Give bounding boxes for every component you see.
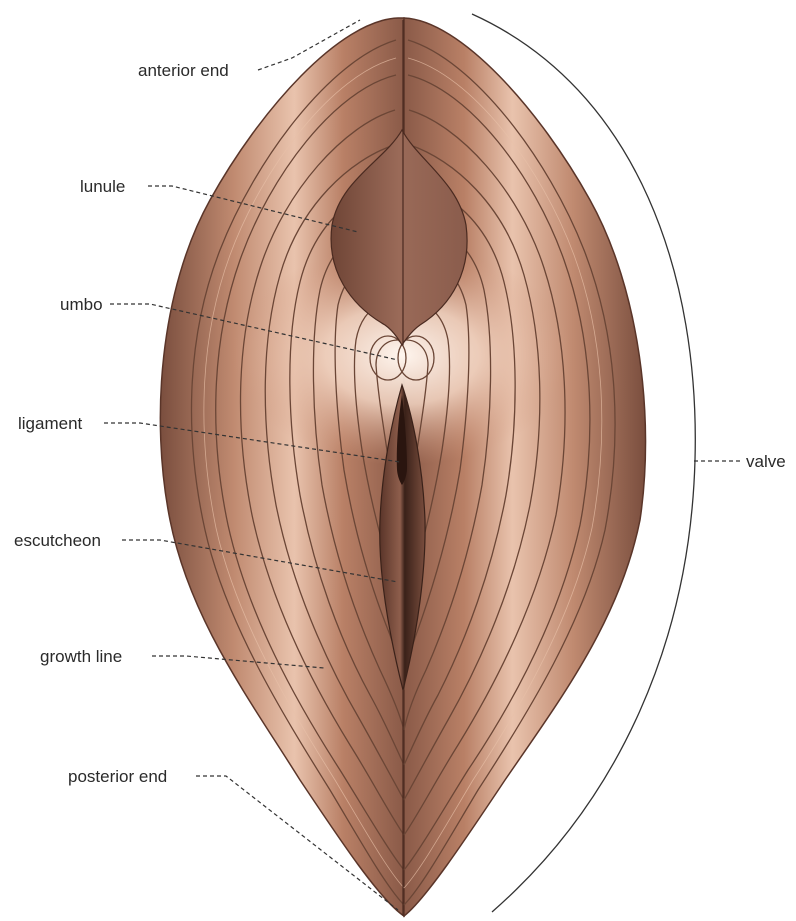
left-valve [160, 18, 404, 916]
right-valve [404, 18, 646, 916]
label-lunule: lunule [80, 177, 125, 196]
label-umbo: umbo [60, 295, 103, 314]
label-escutcheon: escutcheon [14, 531, 101, 550]
label-ligament: ligament [18, 414, 83, 433]
label-anterior-end: anterior end [138, 61, 229, 80]
label-valve: valve [746, 452, 786, 471]
label-posterior-end: posterior end [68, 767, 167, 786]
label-growth-line: growth line [40, 647, 122, 666]
